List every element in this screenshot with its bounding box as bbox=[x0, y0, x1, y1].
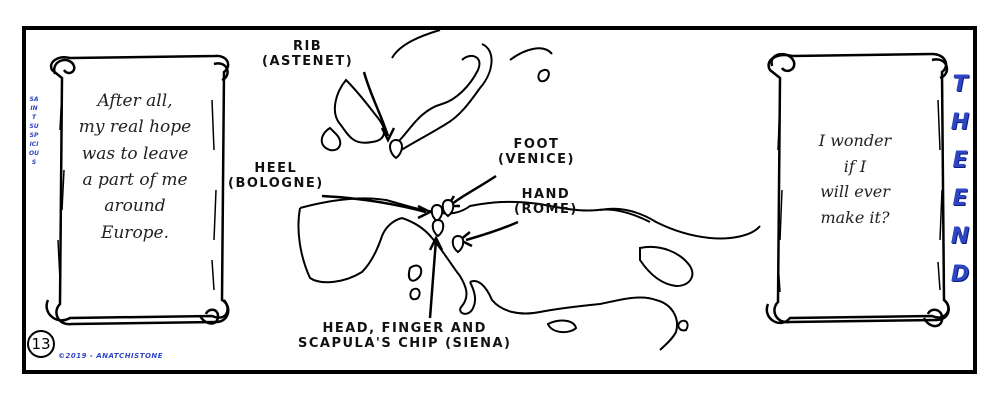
copyright-notice: ©2019 - ANATCHISTONE bbox=[58, 352, 164, 360]
label-heel-title: HEEL bbox=[254, 161, 298, 176]
label-foot-title: FOOT bbox=[513, 137, 560, 152]
label-hand: HAND (ROME) bbox=[514, 187, 578, 218]
label-head-title: HEAD, FINGER AND bbox=[322, 321, 487, 336]
label-heel: HEEL (BOLOGNE) bbox=[228, 161, 324, 192]
europe-map bbox=[297, 29, 761, 351]
label-rib-place: (ASTENET) bbox=[262, 53, 354, 69]
side-title-vertical: SAINT SUSPICIOUS bbox=[29, 96, 39, 166]
left-scroll-line: a part of me bbox=[82, 170, 188, 191]
label-head: HEAD, FINGER AND SCAPULA'S CHIP (SIENA) bbox=[298, 321, 512, 352]
left-scroll bbox=[45, 54, 230, 326]
label-hand-title: HAND bbox=[521, 187, 571, 202]
right-scroll-line: will ever bbox=[820, 182, 890, 202]
label-hand-place: (ROME) bbox=[514, 201, 578, 217]
left-scroll-line: Europe. bbox=[100, 222, 170, 243]
label-head-place: SCAPULA'S CHIP (SIENA) bbox=[298, 335, 512, 351]
label-foot-place: (VENICE) bbox=[498, 151, 575, 167]
pointer-arrows bbox=[321, 71, 519, 319]
map-pins bbox=[389, 138, 465, 254]
right-scroll-line: if I bbox=[843, 156, 867, 176]
left-scroll-text: After all, my real hope was to leave a p… bbox=[50, 88, 220, 246]
right-scroll-line: I wonder bbox=[818, 131, 892, 150]
right-scroll bbox=[765, 52, 950, 328]
left-scroll-line: around bbox=[104, 196, 166, 217]
label-rib-title: RIB bbox=[292, 39, 323, 54]
right-scroll-text: I wonder if I will ever make it? bbox=[770, 128, 940, 230]
left-scroll-line: After all, bbox=[97, 91, 173, 111]
the-end-title: THE END bbox=[950, 72, 970, 287]
left-scroll-line: was to leave bbox=[81, 143, 189, 164]
left-scroll-line: my real hope bbox=[78, 117, 192, 138]
label-foot: FOOT (VENICE) bbox=[498, 137, 575, 168]
page-number: 13 bbox=[27, 330, 55, 358]
label-heel-place: (BOLOGNE) bbox=[228, 175, 324, 191]
right-scroll-line: make it? bbox=[820, 207, 890, 227]
label-rib: RIB (ASTENET) bbox=[262, 39, 354, 70]
